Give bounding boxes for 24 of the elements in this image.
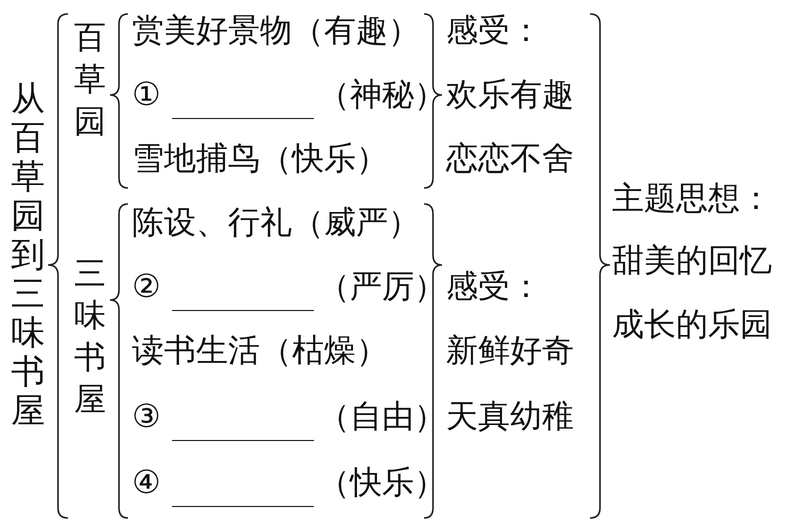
vertical-heading: 三味书屋: [74, 253, 106, 420]
vertical-heading: 百草园: [74, 17, 106, 142]
outline-text: 赏美好景物（有趣）: [132, 10, 420, 50]
outline-text: 新鲜好奇: [446, 330, 574, 370]
outline-text: 读书生活（枯燥）: [132, 330, 388, 370]
outline-text: 雪地捕鸟（快乐）: [132, 138, 388, 178]
item-number: ④: [132, 462, 161, 502]
outline-text: （自由）: [318, 396, 446, 436]
outline-text: 感受：: [446, 266, 542, 306]
outline-text: 感受：: [446, 10, 542, 50]
outline-text: 陈设、行礼（威严）: [132, 202, 420, 242]
outline-text: 欢乐有趣: [446, 74, 574, 114]
item-number: ②: [132, 266, 161, 306]
outline-text: 主题思想：: [612, 178, 772, 218]
item-number: ①: [132, 74, 161, 114]
outline-text: 天真幼稚: [446, 396, 574, 436]
outline-text: （神秘）: [318, 74, 446, 114]
outline-text: （严厉）: [318, 266, 446, 306]
item-number: ③: [132, 396, 161, 436]
outline-text: （快乐）: [318, 462, 446, 502]
outline-text: 成长的乐园: [612, 304, 772, 344]
vertical-heading: 从百草园到三味书屋: [11, 80, 45, 431]
outline-text: 甜美的回忆: [612, 240, 772, 280]
outline-text: 恋恋不舍: [446, 138, 574, 178]
